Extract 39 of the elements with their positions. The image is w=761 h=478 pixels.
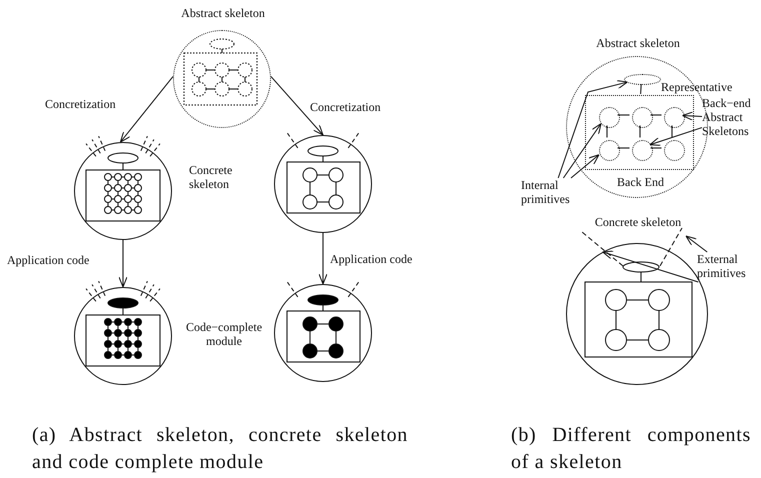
annotation-text: External primitives bbox=[697, 252, 747, 280]
annotation-text: Representative bbox=[661, 80, 732, 94]
caption-text: Concrete skeleton bbox=[189, 163, 234, 191]
skeleton-circle bbox=[598, 140, 620, 160]
skeleton-circle bbox=[664, 106, 684, 128]
connector-line bbox=[640, 84, 642, 94]
heading-text: Abstract skeleton bbox=[595, 36, 681, 50]
figure-caption: (a) Abstract skeleton, concrete skeleton and code complete module bbox=[32, 423, 408, 475]
edge-label: Application code bbox=[330, 252, 412, 266]
heading-text: Concrete skeleton bbox=[594, 215, 682, 229]
skeleton-circle bbox=[632, 140, 652, 160]
arrow bbox=[682, 112, 702, 121]
connector-line bbox=[617, 114, 630, 116]
arrow bbox=[562, 123, 602, 178]
arrow bbox=[120, 76, 174, 143]
arrow bbox=[686, 236, 708, 252]
skeleton-circle bbox=[632, 106, 652, 128]
connector-line bbox=[650, 114, 662, 116]
arrow bbox=[118, 240, 128, 288]
heading-text: Back End bbox=[616, 175, 665, 189]
arrow bbox=[649, 127, 702, 146]
arrow bbox=[318, 232, 328, 284]
skeleton-circle bbox=[274, 284, 372, 382]
skeleton-circle bbox=[664, 140, 684, 160]
arrow bbox=[270, 76, 324, 136]
arrow bbox=[570, 154, 600, 178]
connector-line bbox=[606, 125, 608, 138]
edge-label: Concretization bbox=[45, 97, 116, 111]
caption-text: Code−complete module bbox=[184, 320, 264, 348]
edge-label: Concretization bbox=[310, 100, 381, 114]
skeleton-circle bbox=[598, 106, 620, 128]
annotation-text: Back−end Abstract Skeletons bbox=[702, 96, 752, 138]
annotation-text: Internal primitives bbox=[521, 178, 571, 206]
edge-label: Application code bbox=[7, 253, 90, 267]
figure-caption: (b) Different components of a skeleton bbox=[511, 423, 751, 475]
heading-text: Abstract skeleton bbox=[180, 6, 266, 20]
arrow bbox=[558, 80, 628, 178]
arrow bbox=[602, 250, 699, 282]
skeleton-circle bbox=[274, 135, 372, 233]
